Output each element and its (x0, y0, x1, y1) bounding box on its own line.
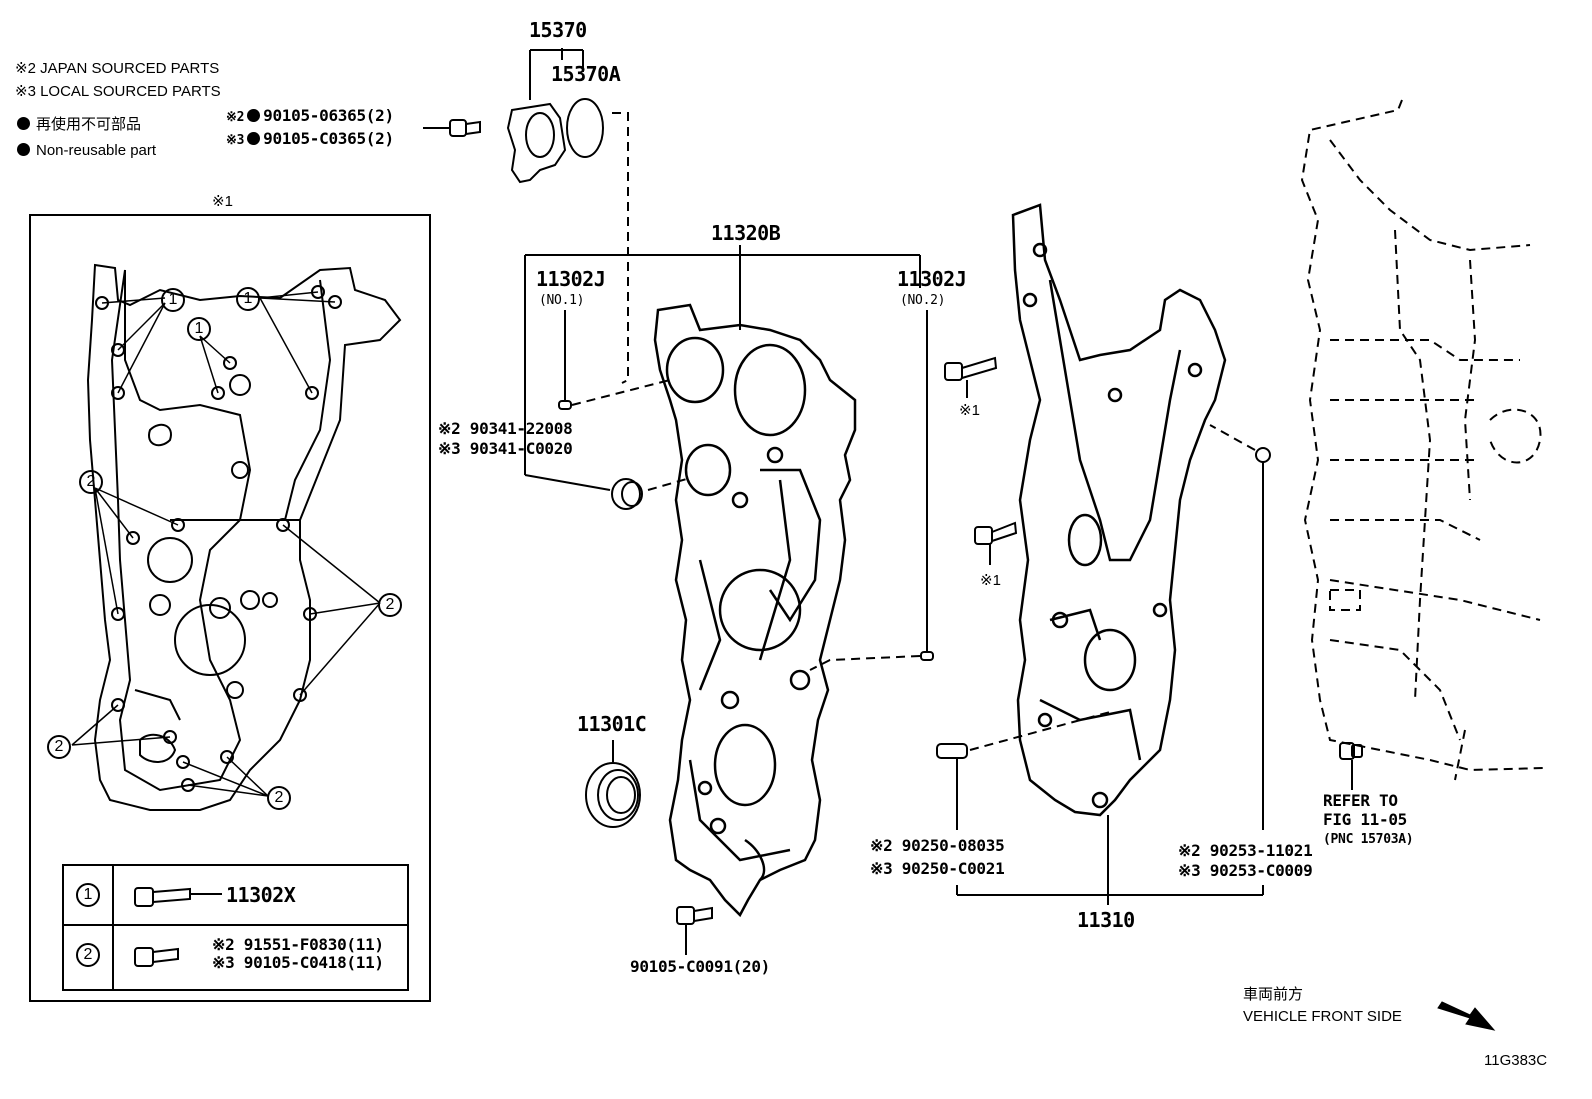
bracket-11310 (956, 815, 1264, 905)
inset-leaders (71, 291, 381, 797)
dashed-guide-top (612, 112, 629, 384)
bolt-bottom: 90105-C0091(20) (630, 957, 770, 976)
plug2-drawing (1255, 447, 1271, 830)
dowel-pin-drawing (936, 743, 968, 830)
case-bolt-note-b: ※1 (980, 572, 1001, 589)
bracket-15370-drawing (506, 48, 604, 184)
case-bolt-note-a: ※1 (959, 402, 980, 419)
part-15370A: 15370A (551, 62, 621, 86)
figure-code: 11G383C (1484, 1052, 1548, 1069)
bracket-11320B (524, 245, 921, 491)
callout-1: 1 (161, 288, 185, 312)
front-arrow (1437, 1001, 1496, 1031)
front-direction-en: VEHICLE FRONT SIDE (1243, 1008, 1402, 1025)
plug-part-a: ※2 90341-22008 (438, 419, 573, 438)
legend-non-reusable-jp: 再使用不可部品 (15, 116, 141, 133)
non-reusable-en-text: Non-reusable part (36, 142, 157, 159)
refer-bolt-drawing (1339, 742, 1363, 790)
non-reusable-dot-icon (247, 109, 261, 122)
bolt-top-b: ※3 90105-C0365(2) (226, 130, 394, 150)
inset-title: ※1 (212, 193, 233, 210)
bolt-top-a-prefix: ※2 (226, 110, 245, 125)
callout-2: 2 (47, 735, 71, 759)
inset-cover-drawing (86, 263, 402, 811)
bolt-top-drawing (423, 119, 481, 137)
non-reusable-dot-icon (247, 132, 261, 145)
table-row2-part-a: ※2 91551-F0830(11) (212, 935, 384, 954)
case-11310-drawing (1011, 203, 1227, 817)
callout-2: 2 (267, 786, 291, 810)
dashed-guide-dowel (969, 711, 1111, 751)
plug2-part-a: ※2 90253-11021 (1178, 841, 1313, 860)
front-direction-jp: 車両前方 (1243, 986, 1304, 1003)
inset-frame (29, 214, 431, 1002)
oil-seal-drawing (585, 762, 641, 828)
case-bolts (944, 356, 1018, 565)
inset-bolt-holes (95, 285, 342, 792)
inset-table (62, 864, 409, 991)
part-11301C: 11301C (577, 712, 647, 736)
callout-2: 2 (79, 470, 103, 494)
pin-part-a: ※2 90250-08035 (870, 836, 1005, 855)
bolt-bottom-drawing (676, 906, 713, 955)
non-reusable-dot-icon (17, 143, 30, 156)
refer-line2: FIG 11-05 (1323, 810, 1407, 829)
part-11320B: 11320B (711, 221, 781, 245)
part-11310: 11310 (1077, 908, 1135, 932)
pin-part-b: ※3 90250-C0021 (870, 859, 1005, 878)
non-reusable-dot-icon (17, 117, 30, 130)
part-11302J-no1-sub: (NO.1) (539, 293, 585, 308)
bolt-top-a-number: 90105-06365(2) (263, 106, 394, 125)
pins-11302J (558, 310, 934, 661)
callout-2: 2 (378, 593, 402, 617)
bolt-top-a: ※2 90105-06365(2) (226, 107, 394, 127)
part-11302J-no1: 11302J (536, 267, 606, 291)
dashed-guide-pin1 (571, 379, 671, 406)
plug-part-b: ※3 90341-C0020 (438, 439, 573, 458)
non-reusable-jp-text: 再使用不可部品 (36, 116, 142, 133)
table-row1-num: 1 (76, 883, 100, 907)
table-row2-num: 2 (76, 943, 100, 967)
callout-1: 1 (236, 287, 260, 311)
bolt-top-b-number: 90105-C0365(2) (263, 129, 394, 148)
dashed-guide-pin2 (809, 655, 921, 671)
engine-block-drawing (1300, 99, 1546, 781)
legend-non-reusable-en: Non-reusable part (15, 142, 156, 159)
dashed-guide-plug2 (1209, 424, 1256, 451)
dashed-guide-plug (647, 477, 691, 491)
part-15370: 15370 (529, 18, 587, 42)
callout-1: 1 (187, 317, 211, 341)
table-row1-part: 11302X (226, 883, 296, 907)
part-11302J-no2-sub: (NO.2) (900, 293, 946, 308)
legend-japan-sourced: ※2 JAPAN SOURCED PARTS (15, 60, 220, 77)
refer-line1: REFER TO (1323, 791, 1398, 810)
timing-cover-drawing (653, 303, 857, 918)
legend-local-sourced: ※3 LOCAL SOURCED PARTS (15, 83, 221, 100)
plug2-part-b: ※3 90253-C0009 (1178, 861, 1313, 880)
plug-drawing (611, 478, 643, 510)
bolt-top-b-prefix: ※3 (226, 133, 245, 148)
table-row2-part-b: ※3 90105-C0418(11) (212, 953, 384, 972)
refer-line3: (PNC 15703A) (1323, 832, 1414, 847)
table-bolts (134, 887, 222, 967)
part-11302J-no2: 11302J (897, 267, 967, 291)
